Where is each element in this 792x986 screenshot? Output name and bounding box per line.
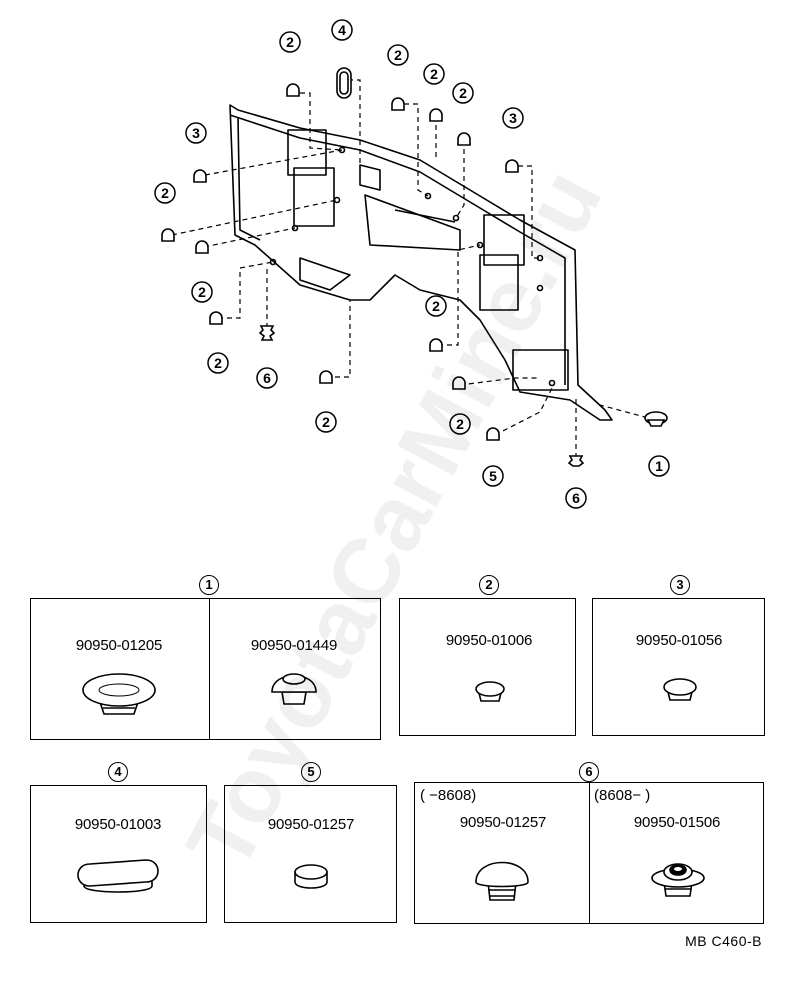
part-number: 90950-01003 [74,816,162,833]
grommet-icon [294,864,328,889]
svg-text:2: 2 [161,185,169,201]
panel-cutout [479,254,519,311]
legend-label-2: 2 [479,575,499,595]
callout: 6 [256,367,278,389]
svg-text:4: 4 [338,22,346,38]
grommet-icon [475,861,529,901]
legend-group-1 [30,598,381,740]
callout: 1 [648,455,670,477]
part-number: 90950-01257 [459,814,547,831]
callout: 2 [425,295,447,317]
plug-icon [567,455,585,467]
plug-icon [651,863,705,897]
svg-text:2: 2 [286,34,294,50]
svg-text:1: 1 [655,458,663,474]
grommet-icon [429,108,443,122]
panel-inner-left [237,117,261,241]
legend-label-4: 4 [108,762,128,782]
plug-icon [258,325,276,341]
callout: 2 [279,31,301,53]
callout: 5 [482,465,504,487]
callout: 3 [185,122,207,144]
callout: 2 [207,352,229,374]
panel-top-edge [229,114,566,385]
callout: 4 [331,19,353,41]
callout: 2 [154,182,176,204]
grommet-cap-icon [82,673,156,715]
grommet-icon [457,132,471,146]
callout: 2 [452,82,474,104]
svg-text:2: 2 [432,298,440,314]
exploded-view-diagram: 2 4 2 2 2 3 3 2 2 2 6 2 2 2 5 6 1 [154,19,670,509]
panel-cutout [293,167,335,227]
svg-text:2: 2 [456,416,464,432]
panel-fold [364,194,461,251]
svg-text:2: 2 [394,47,402,63]
legend-group-4 [30,785,207,923]
callout: 2 [387,44,409,66]
panel-cutout [287,129,327,176]
grommet-icon [286,83,300,97]
part-number: 90950-01506 [633,814,721,831]
svg-text:2: 2 [322,414,330,430]
grommet-icon [663,678,697,701]
svg-text:5: 5 [489,468,497,484]
grommet-icon [161,228,175,242]
svg-text:3: 3 [509,110,517,126]
callout: 3 [502,107,524,129]
reference-code: MB C460-B [685,933,762,949]
panel-fold [299,257,351,291]
svg-text:6: 6 [572,490,580,506]
grommet-icon [391,97,405,111]
callout: 2 [449,413,471,435]
part-number: 90950-01056 [635,632,723,649]
part-number: 90950-01205 [75,637,163,654]
panel-cutout [512,349,569,391]
grommet-icon [475,681,505,702]
svg-text:2: 2 [198,284,206,300]
legend-label-5: 5 [301,762,321,782]
grommet-icon [486,427,500,441]
panel-slot [394,209,456,223]
grommet-icon [429,338,443,352]
grommet-icon [505,159,519,173]
svg-text:2: 2 [430,66,438,82]
grommet-icon [319,370,333,384]
panel-fold [359,164,381,191]
date-range-note: (8608− ) [594,787,651,804]
svg-text:2: 2 [214,355,222,371]
date-range-note: ( −8608) [420,787,477,804]
svg-text:6: 6 [263,370,271,386]
legend-group-3 [592,598,765,736]
grommet-icon [452,376,466,390]
legend-label-1: 1 [199,575,219,595]
legend-label-3: 3 [670,575,690,595]
legend-group-6 [414,782,764,924]
svg-text:3: 3 [192,125,200,141]
callout: 2 [315,411,337,433]
grommet-icon [209,311,223,325]
callout: 2 [423,63,445,85]
legend-label-6: 6 [579,762,599,782]
grommet-icon [271,673,317,705]
part-number: 90950-01006 [445,632,533,649]
grommet-icon [195,240,209,254]
part-number: 90950-01449 [250,637,338,654]
legend-group-2 [399,598,576,736]
callout: 2 [191,281,213,303]
svg-text:2: 2 [459,85,467,101]
panel-cutout [483,214,525,266]
grommet-oval-icon [77,859,159,893]
callout: 6 [565,487,587,509]
grommet-icon [193,169,207,183]
part-number: 90950-01257 [267,816,355,833]
legend-group-5 [224,785,397,923]
